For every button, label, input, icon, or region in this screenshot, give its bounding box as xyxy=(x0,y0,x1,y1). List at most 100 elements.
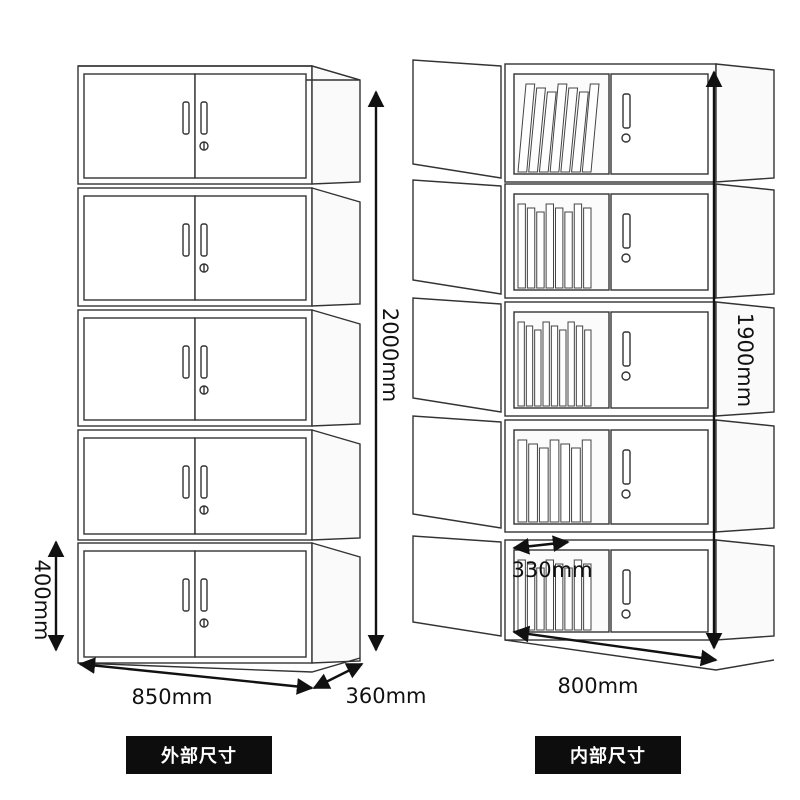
left-door xyxy=(83,317,196,421)
inner-module xyxy=(412,535,775,641)
book xyxy=(583,207,592,289)
book xyxy=(555,207,564,289)
book xyxy=(538,447,549,523)
outer-module xyxy=(77,429,361,541)
book xyxy=(517,321,525,407)
inner-width-dimension: 800mm xyxy=(512,625,718,698)
door-handle xyxy=(182,223,190,257)
inner-width-label: 800mm xyxy=(558,674,639,698)
book xyxy=(536,211,545,289)
outer-height-dimension: 2000mm xyxy=(367,90,402,652)
books xyxy=(517,83,600,173)
book xyxy=(564,211,573,289)
door-handle xyxy=(622,449,631,485)
door-handle xyxy=(182,345,190,379)
book xyxy=(528,443,538,523)
book xyxy=(526,207,536,289)
book xyxy=(575,325,584,407)
lock-icon xyxy=(621,609,631,619)
inner-depth-label: 330mm xyxy=(512,558,593,582)
module-side xyxy=(311,429,361,541)
door-handle xyxy=(622,569,631,605)
right-door xyxy=(194,550,307,658)
inner-base xyxy=(504,639,775,671)
left-door xyxy=(83,437,196,535)
door-handle xyxy=(182,101,190,135)
book xyxy=(571,91,589,173)
book xyxy=(581,83,600,173)
outer-module xyxy=(77,309,361,427)
inner-module xyxy=(412,297,775,417)
module-side xyxy=(715,419,775,533)
door-handle xyxy=(622,331,631,367)
open-door xyxy=(412,179,502,295)
module-side xyxy=(311,542,361,664)
lock-icon xyxy=(621,489,631,499)
outer-module xyxy=(77,65,361,185)
inner-height-dimension: 1900mm xyxy=(705,70,757,650)
lock-icon xyxy=(621,371,631,381)
inner-dimensions-caption: 内部尺寸 xyxy=(535,736,681,774)
outer-width-dimension: 850mm xyxy=(78,657,314,709)
outer-cabinet-drawing xyxy=(77,65,361,673)
book xyxy=(560,443,571,523)
door-handle xyxy=(200,345,208,379)
book xyxy=(525,325,534,407)
outer-module-height-label: 400mm xyxy=(30,560,54,641)
outer-module xyxy=(77,187,361,307)
door-handle xyxy=(200,465,208,499)
inner-module xyxy=(412,179,775,299)
book xyxy=(517,83,536,173)
left-door xyxy=(83,550,196,658)
outer-module-height-dimension: 400mm xyxy=(30,540,65,652)
inner-cabinet-drawing xyxy=(412,59,775,671)
outer-depth-label: 360mm xyxy=(346,684,427,708)
inner-module xyxy=(412,415,775,533)
open-door xyxy=(412,59,502,179)
right-door xyxy=(194,73,307,179)
inner-height-label: 1900mm xyxy=(733,313,757,407)
door-handle xyxy=(622,213,631,249)
book xyxy=(517,203,526,289)
book xyxy=(571,447,581,523)
book xyxy=(517,439,528,523)
module-side xyxy=(311,187,361,307)
right-door xyxy=(194,195,307,301)
book xyxy=(567,321,575,407)
book xyxy=(573,203,583,289)
right-door xyxy=(194,317,307,421)
door-handle xyxy=(182,465,190,499)
door-handle xyxy=(182,578,190,612)
outer-height-label: 2000mm xyxy=(378,308,402,402)
left-door xyxy=(83,195,196,301)
book xyxy=(550,325,559,407)
inner-depth-dimension: 330mm xyxy=(512,535,593,582)
door-handle xyxy=(200,578,208,612)
book xyxy=(581,439,592,523)
books xyxy=(517,321,592,407)
book xyxy=(584,329,592,407)
lock-icon xyxy=(621,133,631,143)
book xyxy=(545,203,554,289)
right-door xyxy=(194,437,307,535)
module-side xyxy=(715,63,775,183)
left-door xyxy=(83,73,196,179)
open-door xyxy=(412,297,502,413)
module-side xyxy=(311,309,361,427)
book xyxy=(560,87,579,173)
book xyxy=(549,439,560,523)
book xyxy=(534,329,542,407)
book xyxy=(542,321,550,407)
outer-depth-dimension: 360mm xyxy=(312,662,427,708)
lock-icon xyxy=(621,253,631,263)
inner-module xyxy=(412,59,775,183)
door-handle xyxy=(200,223,208,257)
module-side xyxy=(311,65,361,185)
module-side xyxy=(715,539,775,641)
open-door xyxy=(412,415,502,529)
outer-width-label: 850mm xyxy=(132,685,213,709)
module-side xyxy=(715,183,775,299)
book xyxy=(538,91,557,173)
books xyxy=(517,439,592,523)
